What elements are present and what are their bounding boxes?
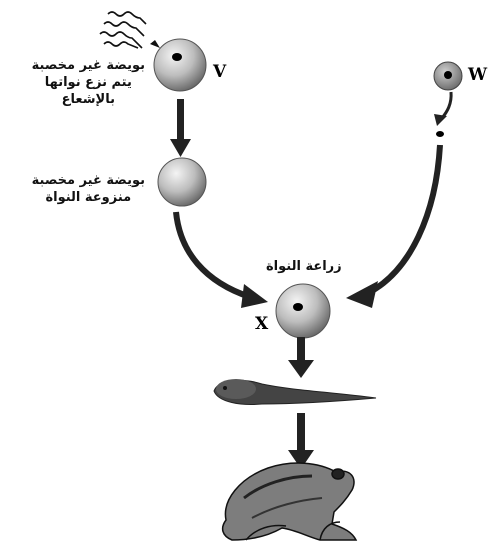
label-egg-v-line2: يتم نزع نواتها (32, 74, 145, 91)
extracted-nucleus (436, 131, 444, 137)
label-egg-v: بويضة غير مخصبة يتم نزع نواتها بالإشعاع (32, 57, 145, 108)
radiation-icon (100, 12, 160, 48)
arrow-x-down (288, 337, 314, 378)
arrow-v-down (170, 99, 191, 157)
letter-x: X (255, 314, 268, 334)
label-egg-v-line1: بويضة غير مخصبة (32, 57, 145, 74)
label-enucleated-line1: بويضة غير مخصبة (32, 172, 145, 189)
nucleus-w (444, 71, 452, 79)
label-transplant: زراعة النواة (266, 258, 342, 275)
arrow-to-x-right (346, 145, 440, 308)
label-enucleated-line2: منزوعة النواة (32, 189, 145, 206)
label-egg-v-line3: بالإشعاع (32, 91, 145, 108)
tadpole (214, 379, 376, 404)
arrow-to-x-left (176, 212, 268, 308)
arrow-tadpole-down (288, 413, 314, 469)
egg-cell-v (154, 39, 206, 91)
egg-cell-x (276, 284, 330, 338)
frog (223, 463, 356, 540)
egg-cell-enucleated (158, 158, 206, 206)
letter-v: V (213, 62, 226, 82)
arrow-w-down (434, 92, 451, 126)
nucleus-v (172, 53, 182, 61)
body-cell-w (434, 62, 462, 90)
letter-w: W (468, 65, 487, 85)
nucleus-x (293, 303, 303, 311)
label-egg-enucleated: بويضة غير مخصبة منزوعة النواة (32, 172, 145, 206)
